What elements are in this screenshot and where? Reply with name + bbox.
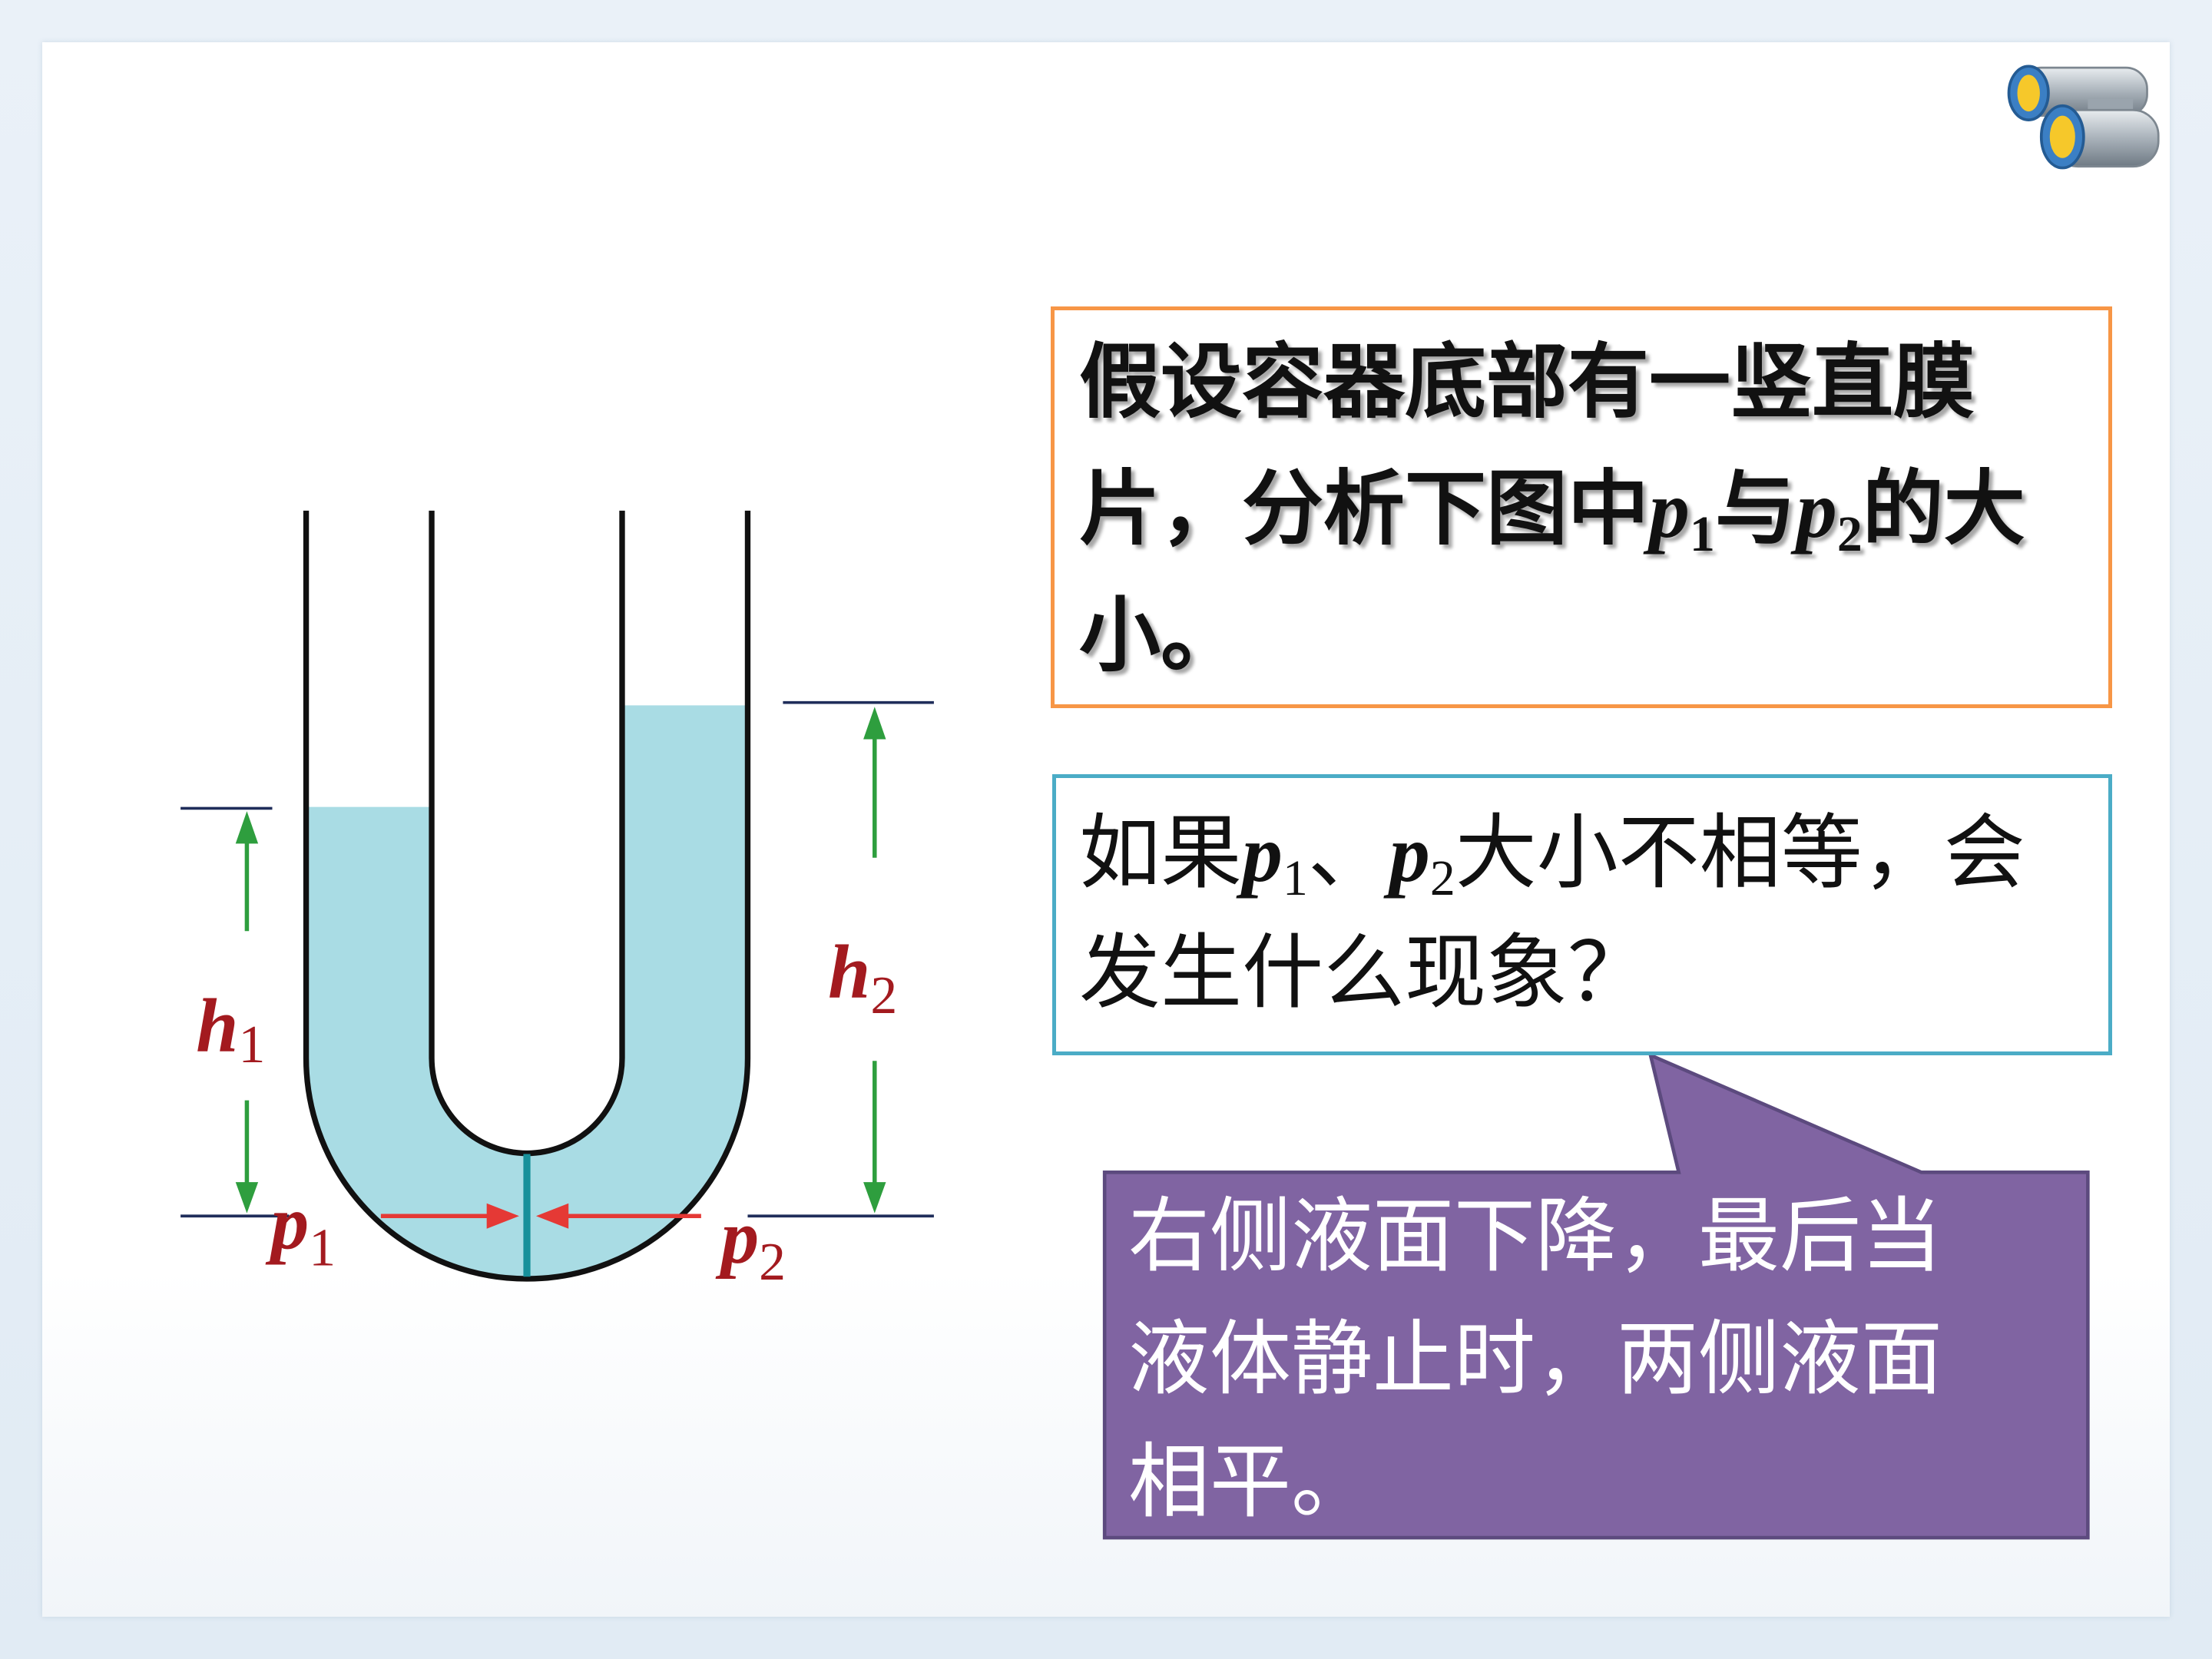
question-line-2-end: 的大: [1862, 460, 2025, 556]
question-box: 假设容器底部有一竖直膜 片，分析下图中p1与p2的大 小。: [1051, 306, 2112, 708]
prompt-line-1-end: 大小不相等，会: [1455, 806, 2025, 900]
question-line-2: 片，分析下图中p1与p2的大: [1079, 445, 2108, 571]
label-h1: h1: [196, 984, 265, 1075]
answer-line-2: 液体静止时，两侧液面: [1128, 1312, 1942, 1406]
question-line-2-text: 片，分析下图中: [1079, 460, 1649, 556]
question-var-p2: p: [1796, 465, 1837, 555]
label-p1: p1: [265, 1182, 336, 1278]
h1-arrow-down: [235, 1100, 259, 1214]
question-sub-p1: 1: [1690, 506, 1715, 563]
prompt-sub-p1: 1: [1283, 850, 1308, 907]
binoculars-icon: [2007, 65, 2160, 170]
question-line-1: 假设容器底部有一竖直膜: [1079, 333, 1975, 429]
h1-arrow-up: [235, 811, 259, 932]
prompt-var-p1: p: [1242, 809, 1283, 899]
question-line-2-mid: 与: [1714, 460, 1796, 556]
u-tube-diagram: h1 h2 p1 p2: [180, 510, 934, 1292]
prompt-sub-p2: 2: [1429, 850, 1455, 907]
prompt-box: 如果p1、p2大小不相等，会 发生什么现象？: [1052, 774, 2112, 1055]
prompt-line-1: 如果p1、p2大小不相等，会: [1079, 793, 2108, 913]
p2-arrow: [535, 1203, 701, 1229]
prompt-line-1-text: 如果: [1079, 806, 1242, 900]
label-p2: p2: [715, 1196, 786, 1292]
p1-arrow: [380, 1203, 519, 1229]
prompt-line-2: 发生什么现象？: [1079, 926, 1649, 1020]
answer-callout-text: 右侧液面下降，最后当 液体静止时，两侧液面 相平。: [1104, 1171, 2088, 1538]
h2-arrow-up: [863, 707, 886, 858]
tube-outer-wall: [303, 510, 751, 1282]
answer-line-3: 相平。: [1128, 1435, 1373, 1529]
prompt-line-1-mid: 、: [1307, 806, 1389, 900]
question-var-p1: p: [1649, 465, 1690, 555]
h2-arrow-down: [863, 1061, 886, 1214]
prompt-var-p2: p: [1389, 809, 1430, 899]
answer-callout-shape: [1102, 1051, 2090, 1540]
label-h2: h2: [828, 931, 897, 1025]
answer-line-1: 右侧液面下降，最后当: [1128, 1189, 1942, 1283]
tube-inner-wall: [429, 510, 625, 1157]
question-line-3: 小。: [1079, 587, 1242, 683]
question-sub-p2: 2: [1836, 506, 1863, 563]
liquid: [306, 705, 748, 1279]
